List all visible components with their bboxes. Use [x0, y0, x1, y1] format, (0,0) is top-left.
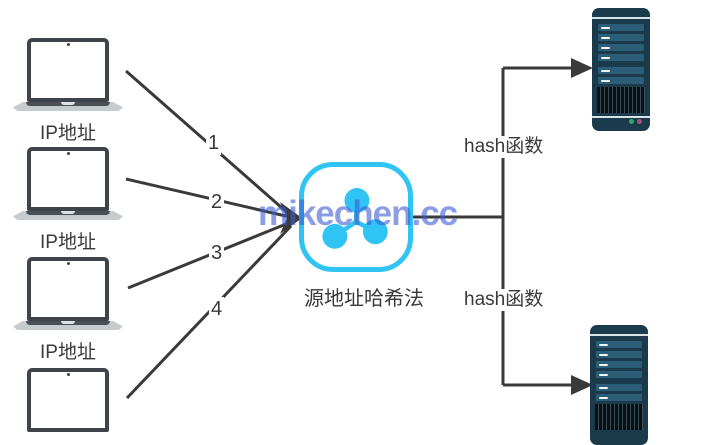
- server-led-green: [629, 119, 634, 124]
- laptop-camera-dot: [67, 43, 70, 46]
- server-drive-slot: [596, 384, 642, 391]
- server-drive-slot: [596, 341, 642, 348]
- client-laptop-4: [13, 368, 123, 432]
- client-laptop-3: IP地址: [13, 257, 123, 364]
- laptop-base: [13, 102, 123, 111]
- server-drive-slot: [596, 361, 642, 368]
- server-drive-slot: [598, 34, 644, 41]
- laptop-icon: [27, 257, 109, 321]
- request-line-2: [125, 177, 291, 219]
- top-server-arrowhead-icon: [571, 58, 593, 78]
- server-divider: [592, 17, 650, 19]
- request-number-2: 2: [209, 190, 225, 214]
- hub-arrowhead-icon: [280, 202, 302, 234]
- server-drive-slot: [596, 351, 642, 358]
- laptop-icon: [27, 147, 109, 211]
- laptop-icon: [27, 38, 109, 102]
- server-divider: [590, 334, 648, 336]
- request-number-4: 4: [209, 297, 225, 321]
- client-ip-label: IP地址: [40, 232, 96, 253]
- request-number-1: 1: [206, 131, 222, 155]
- server-vent-grille: [595, 404, 643, 430]
- hash-function-label-top: hash函数: [461, 136, 547, 158]
- laptop-camera-dot: [67, 373, 70, 376]
- client-ip-label: IP地址: [40, 342, 96, 363]
- client-laptop-1: IP地址: [13, 38, 123, 145]
- site-watermark: mikechen.cc: [258, 194, 458, 233]
- client-laptop-2: IP地址: [13, 147, 123, 254]
- server-tower-1: [592, 8, 650, 131]
- server-drive-slot: [596, 394, 642, 401]
- server-divider: [592, 116, 650, 118]
- request-number-3: 3: [209, 241, 225, 265]
- server-drive-slot: [596, 371, 642, 378]
- server-tower-2: [590, 325, 648, 445]
- server-vent-grille: [597, 87, 645, 113]
- hub-label: 源地址哈希法: [304, 288, 424, 310]
- server-drive-slots: [592, 19, 650, 84]
- laptop-camera-dot: [67, 262, 70, 265]
- laptop-base: [13, 321, 123, 330]
- server-drive-slot: [598, 44, 644, 51]
- connector-lines: [125, 58, 593, 400]
- server-drive-slot: [598, 77, 644, 84]
- load-balancer-node: [299, 162, 413, 272]
- bottom-server-arrowhead-icon: [571, 375, 593, 395]
- server-drive-slot: [598, 67, 644, 74]
- server-drive-slot: [598, 54, 644, 61]
- server-drive-slot: [598, 24, 644, 31]
- server-drive-slots: [590, 336, 648, 401]
- laptop-camera-dot: [67, 152, 70, 155]
- laptop-base: [13, 211, 123, 220]
- server-led-red: [637, 119, 642, 124]
- client-ip-label: IP地址: [40, 123, 96, 144]
- share-network-icon: [322, 188, 388, 249]
- laptop-icon: [27, 368, 109, 432]
- hash-function-label-bottom: hash函数: [461, 289, 547, 311]
